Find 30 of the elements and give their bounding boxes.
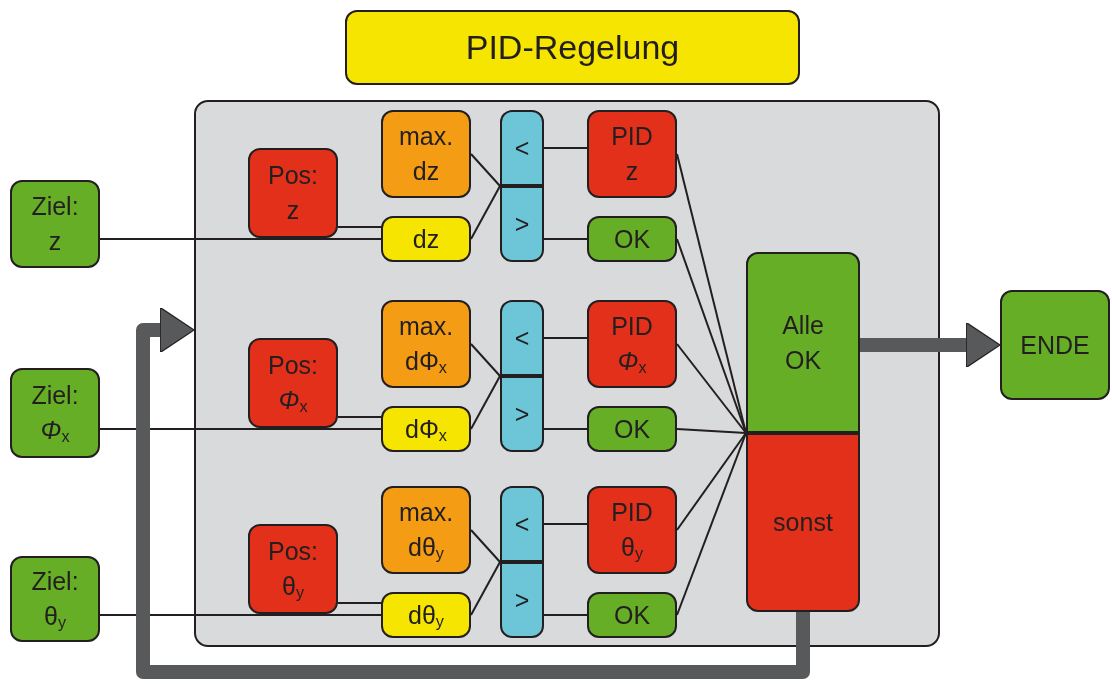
box-label: PID-Regelung xyxy=(465,26,680,68)
target-box xyxy=(10,180,100,268)
comparator-segment xyxy=(500,110,544,186)
delta-box xyxy=(381,216,471,262)
box-label: < xyxy=(514,132,530,164)
box-label: ENDE xyxy=(1020,329,1090,361)
connector-line xyxy=(543,147,588,149)
connector-line xyxy=(470,153,501,187)
box-label: Pos: z xyxy=(268,160,318,226)
connector-line xyxy=(337,226,382,228)
connector-line xyxy=(543,238,588,240)
max-delta-box xyxy=(381,110,471,198)
box-label: max. dz xyxy=(398,121,454,187)
connector-line xyxy=(99,238,382,240)
ok-box xyxy=(587,216,677,262)
box-label: dz xyxy=(412,223,440,255)
title-banner xyxy=(345,10,800,85)
box-label: Ziel: Φ$_{x}$ xyxy=(31,380,79,448)
box-label: OK xyxy=(613,223,651,255)
position-box xyxy=(248,148,338,238)
box-label: Ziel: θ$_{y}$ xyxy=(31,566,79,634)
pid-box xyxy=(587,110,677,198)
box-label: > xyxy=(514,208,530,240)
target-box xyxy=(10,556,100,642)
comparator-segment xyxy=(500,186,544,262)
end-box xyxy=(1000,290,1110,400)
box-label: Ziel: z xyxy=(31,191,79,257)
target-box xyxy=(10,368,100,458)
connector-line xyxy=(470,185,501,240)
box-label: PID z xyxy=(611,121,653,187)
